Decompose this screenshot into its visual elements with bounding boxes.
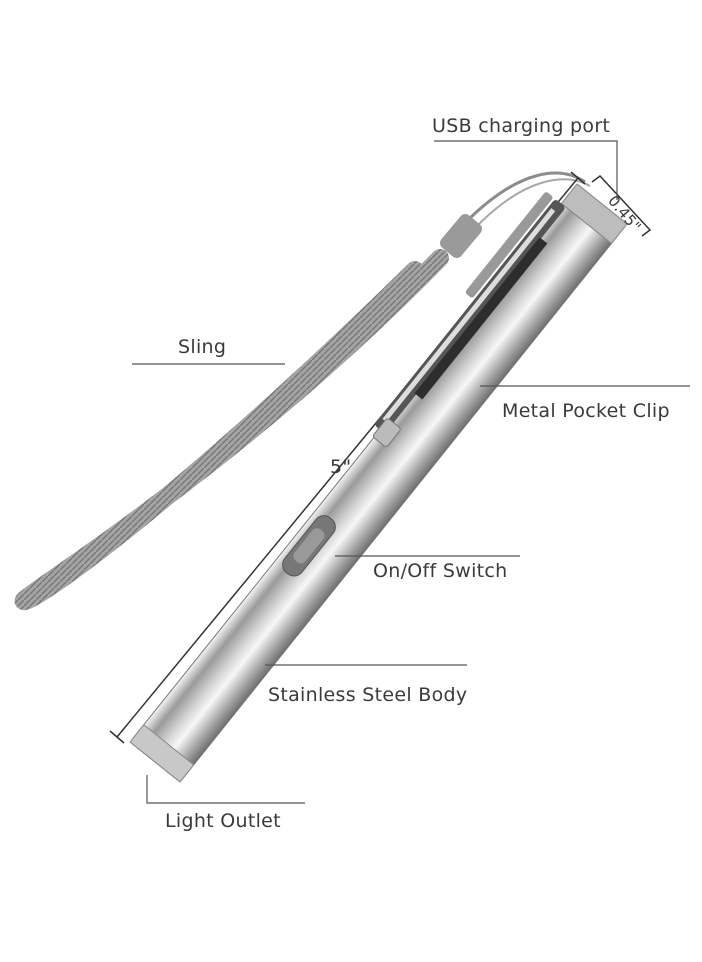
leader-lines bbox=[132, 140, 690, 804]
light-outlet-label: Light Outlet bbox=[165, 810, 281, 832]
usb-charging-port-label: USB charging port bbox=[432, 115, 611, 137]
length-label: 5" bbox=[330, 456, 352, 478]
metal-pocket-clip-label: Metal Pocket Clip bbox=[502, 400, 670, 422]
stainless-steel-body-label: Stainless Steel Body bbox=[268, 684, 468, 706]
diameter-dimension-bracket bbox=[591, 174, 652, 237]
sling-label: Sling bbox=[178, 336, 227, 358]
light-outlet-cap bbox=[129, 724, 195, 783]
on-off-switch-label: On/Off Switch bbox=[373, 560, 508, 582]
usb-cap bbox=[560, 183, 628, 245]
pen-body bbox=[129, 183, 628, 783]
pocket-clip bbox=[373, 192, 565, 447]
